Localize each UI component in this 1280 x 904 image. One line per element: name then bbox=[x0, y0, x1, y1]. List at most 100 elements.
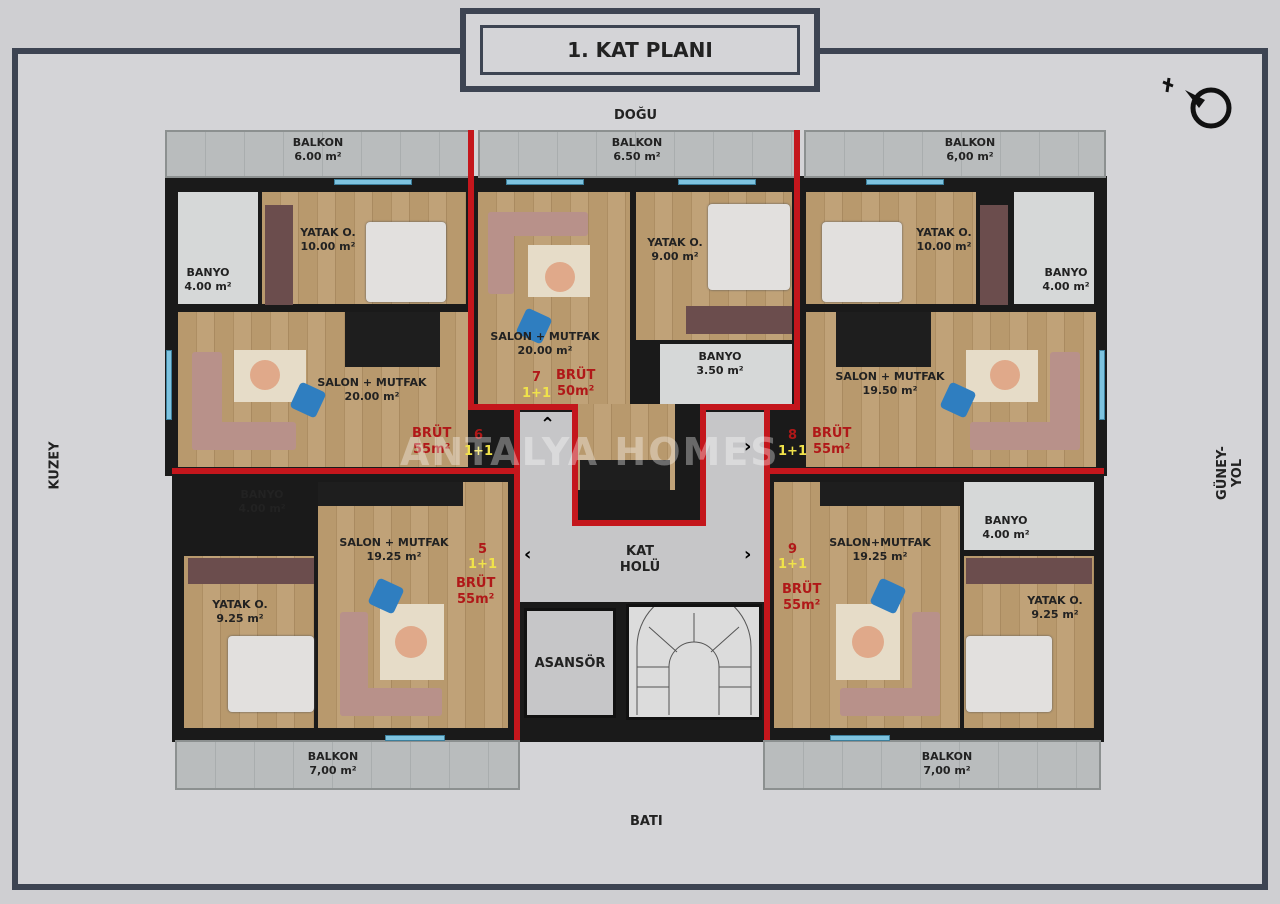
wardrobe bbox=[188, 558, 314, 584]
staircase bbox=[626, 589, 762, 720]
bed bbox=[708, 204, 790, 290]
sofa bbox=[340, 688, 442, 716]
kitchen-counter bbox=[836, 312, 931, 367]
entry-arrow-icon: ‹ bbox=[524, 544, 532, 565]
unit7-number: 7 bbox=[532, 370, 542, 385]
unit5-bedroom-label: YATAK O.9.25 m² bbox=[212, 598, 268, 625]
kitchen-counter bbox=[318, 482, 463, 506]
unit-boundary bbox=[700, 404, 706, 526]
unit9-bedroom-label: YATAK O.9.25 m² bbox=[1027, 594, 1083, 621]
balcony-5 bbox=[175, 740, 520, 790]
unit9-type: 1+1 bbox=[778, 557, 807, 572]
bed bbox=[228, 636, 314, 712]
unit-boundary bbox=[764, 410, 770, 740]
direction-south: GÜNEY-YOL bbox=[1215, 446, 1245, 500]
unit8-number: 8 bbox=[788, 428, 798, 443]
wardrobe bbox=[966, 558, 1092, 584]
bed bbox=[966, 636, 1052, 712]
coffee-table bbox=[990, 360, 1020, 390]
unit6-type: 1+1 bbox=[464, 444, 493, 459]
kitchen-counter bbox=[820, 482, 960, 506]
balcony-6 bbox=[165, 130, 471, 178]
window bbox=[334, 179, 412, 185]
sofa bbox=[192, 422, 296, 450]
unit6-number: 6 bbox=[474, 428, 484, 443]
wardrobe bbox=[265, 205, 293, 305]
plan-title: 1. KAT PLANI bbox=[480, 25, 800, 75]
kitchen-counter bbox=[580, 460, 670, 490]
window bbox=[1099, 350, 1105, 420]
compass-icon bbox=[1162, 77, 1232, 129]
coffee-table bbox=[852, 626, 884, 658]
floor-hall bbox=[520, 526, 764, 602]
unit7-type: 1+1 bbox=[522, 386, 551, 401]
direction-east: DOĞU bbox=[614, 108, 658, 123]
direction-north: KUZEY bbox=[47, 441, 63, 490]
watermark: ANTALYA HOMES bbox=[400, 430, 780, 474]
elevator-label: ASANSÖR bbox=[534, 656, 606, 671]
unit8-bedroom-label: YATAK O.10.00 m² bbox=[916, 226, 972, 253]
sofa bbox=[488, 212, 588, 236]
balcony-9 bbox=[763, 740, 1101, 790]
elevator bbox=[524, 608, 616, 718]
unit-boundary bbox=[468, 130, 474, 410]
unit5-type: 1+1 bbox=[468, 557, 497, 572]
unit9-number: 9 bbox=[788, 542, 798, 557]
coffee-table bbox=[395, 626, 427, 658]
window bbox=[166, 350, 172, 420]
kitchen-counter bbox=[345, 312, 440, 367]
unit5-number: 5 bbox=[478, 542, 488, 557]
unit-boundary bbox=[572, 404, 578, 526]
unit6-bathroom bbox=[178, 192, 258, 304]
bed bbox=[366, 222, 446, 302]
wardrobe bbox=[686, 306, 792, 334]
unit7-bedroom-label: YATAK O.9.00 m² bbox=[647, 236, 703, 263]
balcony-7 bbox=[478, 130, 796, 178]
window bbox=[506, 179, 584, 185]
stairs-icon bbox=[636, 589, 752, 715]
sofa bbox=[970, 422, 1078, 450]
unit8-type: 1+1 bbox=[778, 444, 807, 459]
sofa bbox=[840, 688, 940, 716]
entry-arrow-icon: ⌃ bbox=[540, 414, 556, 435]
unit-boundary bbox=[572, 520, 706, 526]
entry-arrow-icon: › bbox=[744, 436, 752, 457]
wardrobe bbox=[980, 205, 1008, 305]
unit-boundary bbox=[514, 410, 520, 740]
window bbox=[866, 179, 944, 185]
window bbox=[830, 735, 890, 741]
balcony-8 bbox=[804, 130, 1106, 178]
unit-boundary bbox=[172, 468, 520, 474]
unit7-bathroom bbox=[660, 344, 792, 404]
coffee-table bbox=[545, 262, 575, 292]
coffee-table bbox=[250, 360, 280, 390]
unit-boundary bbox=[764, 468, 1104, 474]
unit9-bathroom bbox=[964, 482, 1094, 550]
unit-boundary bbox=[468, 404, 578, 410]
unit6-bedroom-label: YATAK O.10.00 m² bbox=[300, 226, 356, 253]
unit8-bathroom bbox=[1014, 192, 1094, 304]
window bbox=[678, 179, 756, 185]
window bbox=[385, 735, 445, 741]
title-box: 1. KAT PLANI bbox=[460, 8, 820, 92]
